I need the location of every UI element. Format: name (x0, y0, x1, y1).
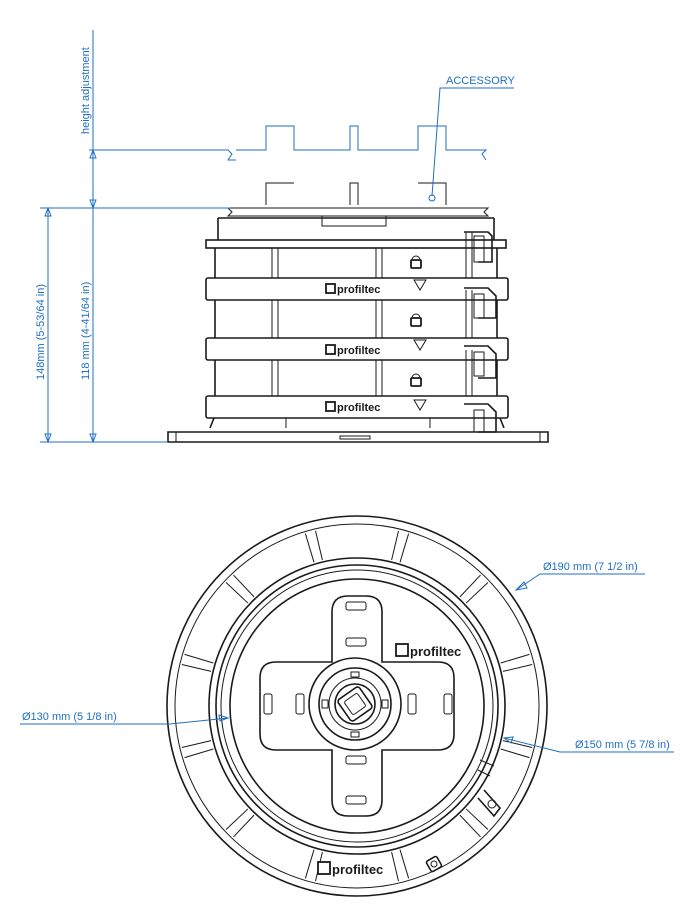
segment-divider (502, 664, 533, 672)
segment-divider (225, 582, 249, 604)
cross-head (259, 595, 455, 817)
brand-text-base: profiltec (332, 862, 383, 877)
extended-head-outline (93, 125, 488, 161)
segment-divider (233, 814, 255, 838)
diameter-190-label: Ø190 mm (7 1/2 in) (543, 561, 638, 573)
segment-divider (502, 740, 533, 748)
segment-divider (391, 851, 399, 882)
lock-icon (410, 255, 422, 387)
diameter-130-label: Ø130 mm (5 1/8 in) (22, 711, 117, 723)
diameter-150-label: Ø150 mm (5 7/8 in) (575, 739, 670, 751)
side-latches (464, 231, 497, 433)
side-dimensions (40, 30, 514, 444)
center-hub (308, 657, 402, 751)
segment-divider (304, 849, 315, 879)
direction-arrow-icon (413, 279, 427, 411)
segment-divider (500, 653, 530, 664)
top-head (218, 182, 494, 227)
brand-logo: profiltec profiltec profiltec (325, 283, 380, 414)
height-adjustment-label: height adjustment (80, 47, 92, 134)
segment-divider (500, 748, 530, 759)
segment-divider (304, 533, 315, 563)
rim-latch (477, 759, 502, 818)
segment-divider (459, 574, 481, 598)
brand-text-tier2: profiltec (337, 345, 380, 357)
top-dimensions (20, 573, 674, 753)
outer-segments (181, 530, 533, 882)
segment-divider (184, 653, 214, 664)
brand-text-tier3: profiltec (337, 402, 380, 414)
segment-divider (459, 814, 481, 838)
brand-text-head: profiltec (410, 644, 461, 659)
accessory-label: ACCESSORY (446, 75, 516, 87)
brand-text-tier1: profiltec (337, 284, 380, 296)
segment-divider (465, 808, 489, 830)
top-view: profiltec profiltec Ø190 mm (7 1/2 in) Ø… (20, 515, 674, 897)
segment-divider (184, 748, 214, 759)
segment-divider (181, 740, 212, 748)
rim-lock-icon (425, 855, 443, 873)
support-body (167, 218, 549, 443)
segment-divider (391, 530, 399, 561)
height-148-label: 148mm (5-53/64 in) (35, 284, 47, 380)
segment-divider (181, 664, 212, 672)
segment-divider (225, 808, 249, 830)
side-view: profiltec profiltec profiltec ACCESSORY … (35, 30, 549, 444)
height-118-label: 118 mm (4-41/64 in) (80, 282, 92, 380)
segment-divider (399, 849, 410, 879)
segment-divider (315, 530, 323, 561)
segment-divider (465, 582, 489, 604)
brand-logo-top: profiltec profiltec (317, 643, 461, 877)
segment-divider (233, 574, 255, 598)
segment-divider (399, 533, 410, 563)
